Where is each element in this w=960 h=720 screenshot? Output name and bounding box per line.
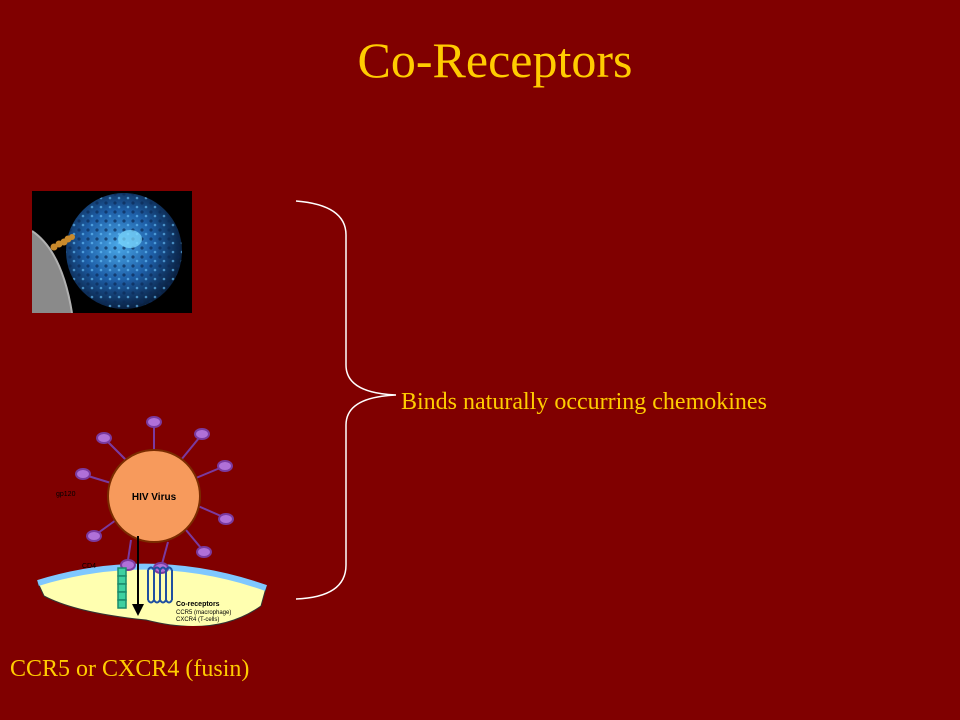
ccr5-label: CCR5 (macrophage)	[176, 610, 231, 616]
virus-label: HIV Virus	[132, 492, 177, 503]
slide-title: Co-Receptors	[357, 32, 633, 88]
cd4-label: CD4	[82, 563, 96, 570]
cxcr4-label: CXCR4 (T-cells)	[176, 617, 219, 623]
coreceptors-label: Co-receptors	[176, 601, 220, 608]
virus-photo-image	[32, 191, 192, 313]
brace-label: Binds naturally occurring chemokines	[401, 389, 767, 415]
hiv-coreceptor-diagram: HIV Virus gp120 CD4 Co-receptors CCR5 (m…	[37, 416, 267, 626]
curly-brace-divider	[295, 200, 397, 600]
receptor-caption: CCR5 or CXCR4 (fusin)	[10, 656, 250, 682]
gp120-label: gp120	[56, 491, 76, 498]
